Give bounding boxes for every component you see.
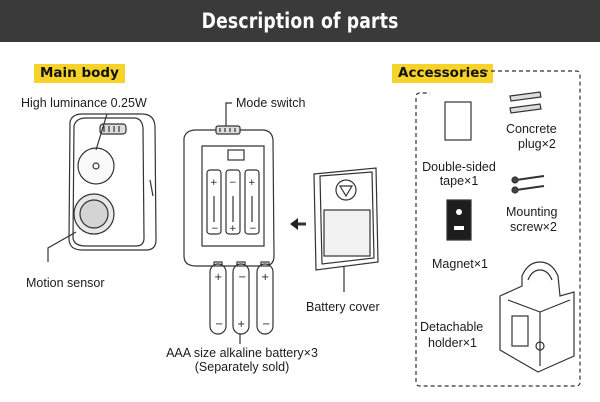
- magnet-icon: [446, 199, 472, 241]
- accessories-badge: Accessories: [392, 64, 494, 83]
- label-mode-switch: Mode switch: [236, 96, 306, 110]
- label-mounting-line2: screw×2: [510, 220, 557, 234]
- label-tape-line1: Double-sided: [422, 160, 496, 174]
- label-magnet: Magnet×1: [432, 257, 488, 271]
- screw-icon: [511, 175, 545, 194]
- leader-luminance: [95, 113, 108, 151]
- label-high-luminance: High luminance 0.25W: [21, 96, 147, 110]
- svg-text:+: +: [229, 224, 237, 234]
- label-holder-line1: Detachable: [420, 320, 484, 334]
- device-back: [183, 125, 275, 267]
- label-concrete-line2: plug×2: [518, 137, 556, 151]
- battery-cover: [313, 167, 379, 271]
- leader-mode-switch: [225, 102, 232, 126]
- device-front: [68, 113, 157, 251]
- label-battery-line1: AAA size alkaline battery×3: [166, 346, 318, 360]
- title-bar: Description of parts: [0, 0, 600, 42]
- svg-text:−: −: [249, 224, 257, 234]
- leader-motion: [47, 231, 77, 262]
- label-tape-line2: tape×1: [439, 174, 479, 188]
- svg-text:−: −: [211, 224, 219, 234]
- label-mounting-line1: Mounting: [506, 205, 558, 219]
- batteries: [209, 261, 274, 335]
- svg-text:−: −: [238, 272, 246, 283]
- svg-text:−: −: [229, 178, 237, 188]
- main-body-badge: Main body: [34, 64, 125, 83]
- tape-icon: [444, 101, 472, 141]
- svg-text:+: +: [237, 319, 245, 330]
- holder-icon: [499, 261, 575, 373]
- svg-text:+: +: [261, 272, 269, 283]
- svg-text:+: +: [248, 178, 256, 188]
- svg-text:−: −: [262, 319, 270, 330]
- label-battery-line2: (Separately sold): [194, 360, 290, 374]
- svg-text:+: +: [214, 272, 222, 283]
- label-battery-cover: Battery cover: [306, 300, 380, 314]
- svg-text:+: +: [210, 178, 218, 188]
- label-motion-sensor: Motion sensor: [26, 276, 105, 290]
- concrete-plug-icon: [509, 91, 542, 114]
- label-holder-line2: holder×1: [428, 336, 477, 350]
- label-concrete-line1: Concrete: [506, 122, 557, 136]
- page-title: Description of parts: [201, 9, 399, 33]
- svg-text:−: −: [215, 319, 223, 330]
